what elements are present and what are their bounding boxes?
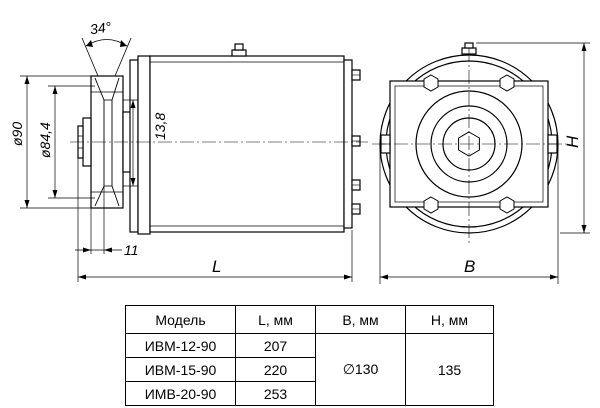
angle-label: 34° (89, 18, 113, 37)
side-view-labels: 34° ø90 ø84,4 13,8 11 L (9, 18, 221, 276)
front-view (372, 42, 566, 244)
model-cell: ИВМ-12-90 (125, 333, 236, 358)
height-value-cell: 135 (405, 333, 494, 406)
length-cell: 207 (235, 333, 316, 358)
table-row: ИВМ-12-90 207 ∅130 135 (125, 333, 494, 406)
length-label: L (212, 257, 221, 276)
header-width: B, мм (315, 305, 406, 334)
width-label: B (464, 257, 475, 276)
table-row: ИВМ-15-90 220 (125, 357, 494, 382)
table-row: ИМВ-20-90 253 (125, 381, 494, 406)
header-length: L, мм (235, 305, 316, 334)
side-view (70, 37, 368, 235)
motor-technical-drawing: 34° ø90 ø84,4 13,8 11 L (9, 18, 590, 284)
length-cell: 220 (235, 357, 316, 382)
model-cell: ИВМ-15-90 (125, 357, 236, 382)
groove-label: 13,8 (152, 113, 168, 140)
width-value-cell: ∅130 (315, 333, 406, 406)
length-cell: 253 (235, 381, 316, 406)
offset-label: 11 (124, 242, 139, 258)
front-view-labels: H B (464, 135, 582, 276)
table-header-row: Модель L, мм B, мм H, мм (125, 305, 494, 334)
header-height: H, мм (405, 305, 494, 334)
pulley-outer-diameter-label: ø90 (9, 122, 25, 146)
side-view-dimensions (20, 75, 353, 282)
model-cell: ИМВ-20-90 (125, 381, 236, 406)
specifications-table: Модель L, мм B, мм H, мм ИВМ-12-90 207 ∅… (125, 305, 494, 406)
height-label: H (563, 135, 582, 148)
header-model: Модель (125, 305, 236, 334)
front-view-dimensions (379, 42, 590, 284)
pulley-inner-diameter-label: ø84,4 (37, 122, 53, 158)
